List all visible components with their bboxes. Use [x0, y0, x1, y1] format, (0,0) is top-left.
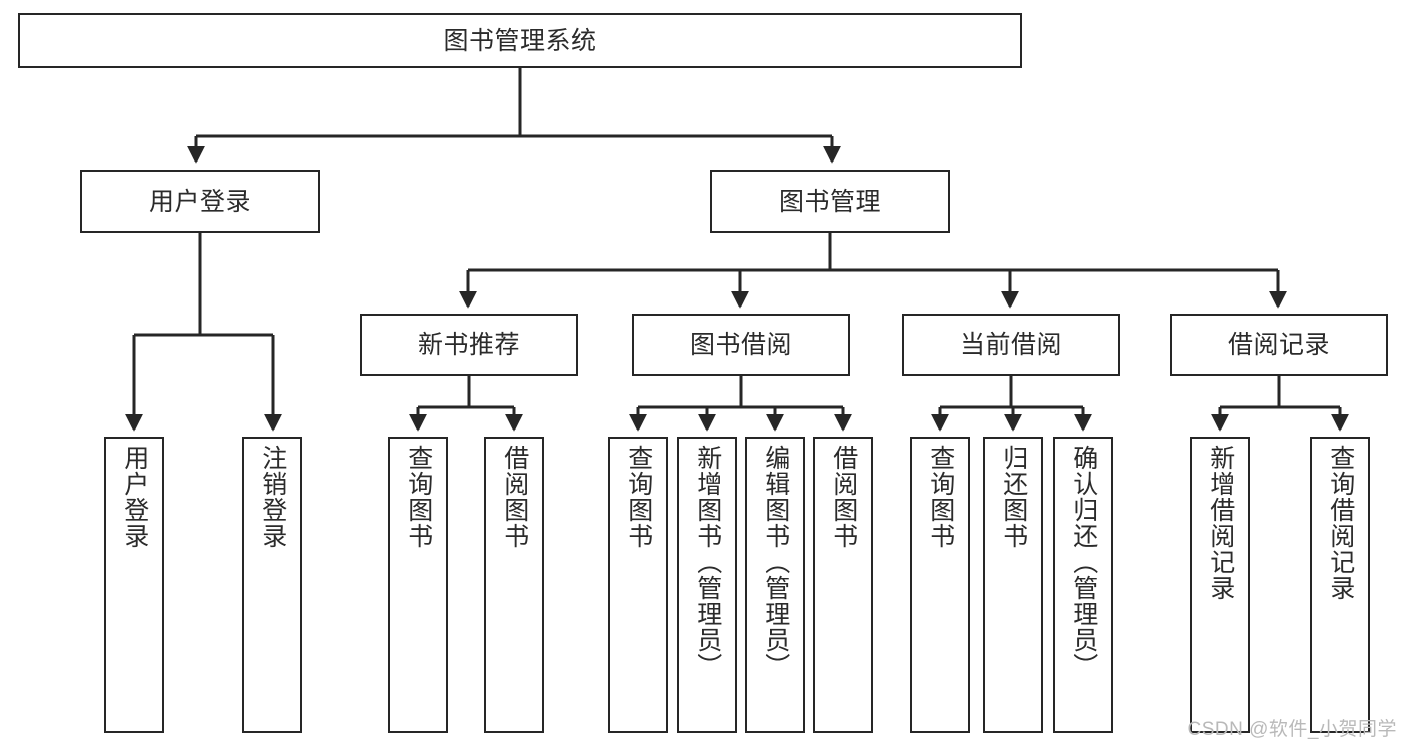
leaf-node[interactable]: 新增图书（管理员） — [677, 437, 737, 733]
leaf-label: 编辑图书（管理员） — [761, 445, 790, 679]
leaf-node[interactable]: 新增借阅记录 — [1190, 437, 1250, 733]
leaf-node[interactable]: 编辑图书（管理员） — [745, 437, 805, 733]
node-book-borrow-label: 图书借阅 — [689, 331, 792, 359]
node-root-label: 图书管理系统 — [443, 26, 597, 55]
node-new-book-recommend-label: 新书推荐 — [417, 331, 520, 359]
leaf-label: 用户登录 — [120, 445, 149, 549]
node-book-management-label: 图书管理 — [778, 187, 881, 216]
node-book-borrow[interactable]: 图书借阅 — [632, 314, 850, 376]
leaf-node[interactable]: 借阅图书 — [813, 437, 873, 733]
node-current-borrow-label: 当前借阅 — [959, 331, 1062, 359]
node-new-book-recommend[interactable]: 新书推荐 — [360, 314, 578, 376]
node-borrow-record-label: 借阅记录 — [1227, 331, 1330, 359]
node-borrow-record[interactable]: 借阅记录 — [1170, 314, 1388, 376]
node-root[interactable]: 图书管理系统 — [18, 13, 1022, 68]
leaf-label: 查询借阅记录 — [1326, 445, 1355, 601]
node-book-management[interactable]: 图书管理 — [710, 170, 950, 233]
leaf-node[interactable]: 借阅图书 — [484, 437, 544, 733]
leaf-node[interactable]: 查询借阅记录 — [1310, 437, 1370, 733]
leaf-node[interactable]: 归还图书 — [983, 437, 1043, 733]
leaf-label: 新增图书（管理员） — [693, 445, 722, 679]
leaf-label: 查询图书 — [404, 445, 433, 549]
leaf-node[interactable]: 查询图书 — [388, 437, 448, 733]
node-user-login[interactable]: 用户登录 — [80, 170, 320, 233]
leaf-label: 新增借阅记录 — [1206, 445, 1235, 601]
leaf-label: 查询图书 — [624, 445, 653, 549]
leaf-label: 确认归还（管理员） — [1069, 445, 1098, 679]
leaf-node[interactable]: 用户登录 — [104, 437, 164, 733]
leaf-node[interactable]: 查询图书 — [608, 437, 668, 733]
leaf-label: 归还图书 — [999, 445, 1028, 549]
node-current-borrow[interactable]: 当前借阅 — [902, 314, 1120, 376]
leaf-node[interactable]: 确认归还（管理员） — [1053, 437, 1113, 733]
leaf-label: 借阅图书 — [829, 445, 858, 549]
leaf-label: 查询图书 — [926, 445, 955, 549]
leaf-label: 借阅图书 — [500, 445, 529, 549]
node-user-login-label: 用户登录 — [148, 187, 251, 216]
leaf-label: 注销登录 — [258, 445, 287, 549]
leaf-node[interactable]: 查询图书 — [910, 437, 970, 733]
leaf-node[interactable]: 注销登录 — [242, 437, 302, 733]
